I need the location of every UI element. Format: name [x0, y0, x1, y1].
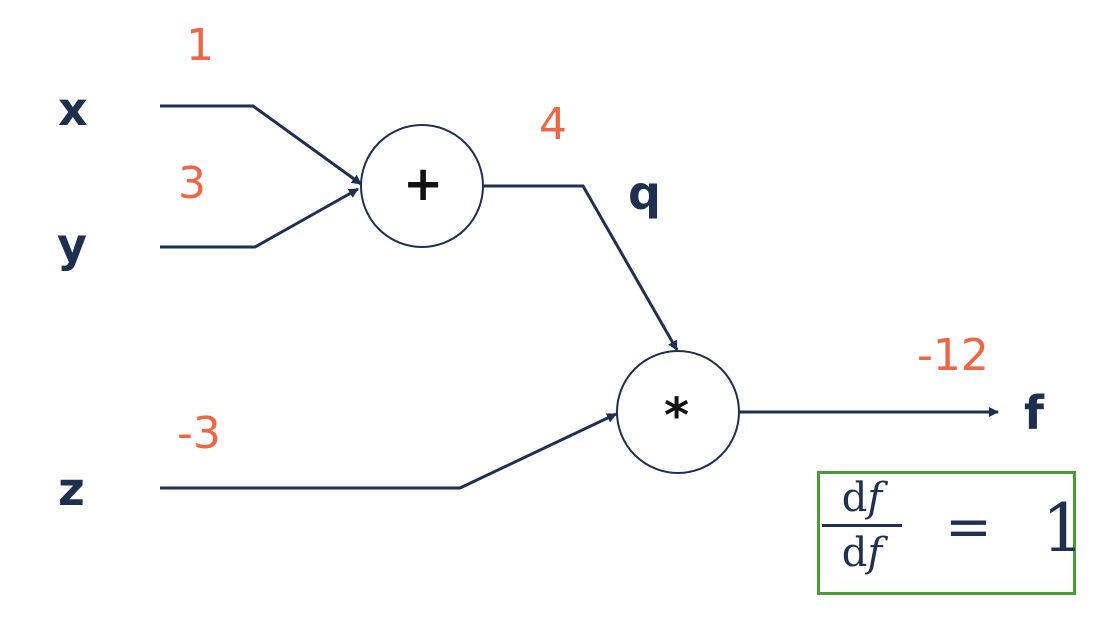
gradient-fraction: df df: [822, 478, 902, 573]
gradient-box: df df = 1: [817, 471, 1084, 595]
intermediate-q-label: q: [628, 166, 661, 220]
add-gate: [360, 124, 484, 248]
x-value: 1: [186, 20, 214, 71]
denominator-var: f: [867, 530, 883, 576]
q-value: 4: [539, 99, 567, 150]
edge-x-to-add: [160, 104, 362, 186]
z-value: -3: [177, 408, 221, 459]
fraction-bar: [822, 524, 902, 527]
edge-y-to-add: [160, 187, 359, 249]
f-value: -12: [917, 330, 989, 381]
numerator-d: d: [841, 475, 868, 521]
output-f-label: f: [1024, 386, 1045, 440]
input-z-label: z: [58, 462, 85, 516]
edge-z-to-mul: [160, 412, 617, 490]
mul-gate: [616, 350, 740, 474]
edge-add-to-mul: [484, 184, 679, 351]
y-value: 3: [178, 158, 206, 209]
equals-sign: =: [945, 495, 992, 560]
add-gate-symbol: +: [403, 156, 444, 212]
mul-gate-symbol: *: [664, 388, 690, 444]
input-x-label: x: [58, 82, 88, 136]
denominator-d: d: [841, 530, 868, 576]
gradient-result: 1: [1042, 490, 1084, 567]
numerator-var: f: [867, 475, 883, 521]
input-y-label: y: [57, 218, 87, 272]
